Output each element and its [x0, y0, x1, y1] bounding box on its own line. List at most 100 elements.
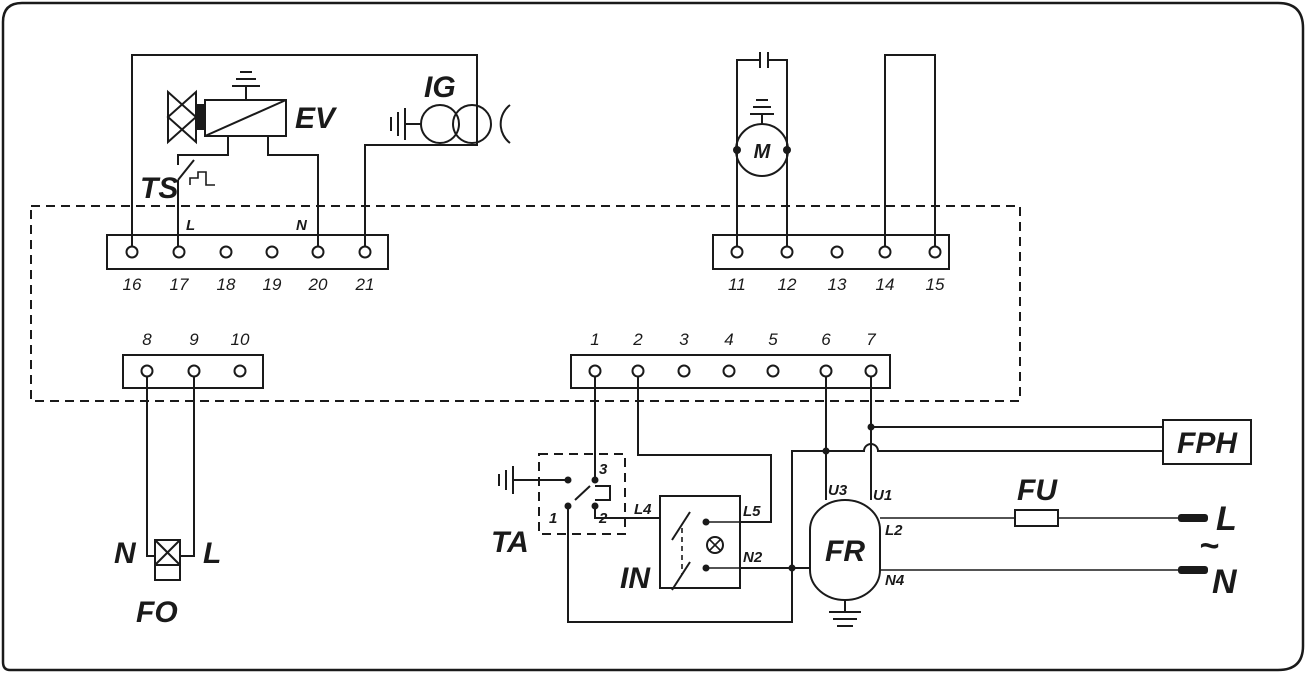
motor-symbol: [733, 99, 791, 177]
terminal-number: 3: [679, 330, 689, 349]
fph-label: FPH: [1177, 427, 1238, 460]
l2-label: L2: [885, 522, 903, 539]
ig-label: IG: [424, 71, 456, 104]
thermostat-switch-symbol: [177, 159, 215, 246]
terminal-21: [358, 245, 372, 259]
fuse-symbol: [1014, 509, 1059, 527]
fph-box: [1162, 419, 1252, 465]
wire-ta-1-return: [567, 506, 793, 623]
terminal-12: [780, 245, 794, 259]
supply-l-terminal: [1178, 514, 1208, 522]
l4-label: L4: [634, 501, 652, 518]
terminal-9: [187, 364, 201, 378]
terminal-number: 11: [728, 275, 746, 294]
terminal-number: 7: [866, 330, 876, 349]
in-switch-box: [659, 495, 741, 589]
terminal-number: 10: [231, 330, 250, 349]
wire-14-15-loop: [884, 54, 936, 246]
terminal-strip-11-15: 11 12 13 14 15: [712, 234, 950, 294]
fo-component-symbol: [154, 539, 181, 581]
terminal-1: [588, 364, 602, 378]
terminal-14: [878, 245, 892, 259]
wire-11-motor: [736, 59, 760, 246]
terminal-number: 14: [876, 275, 895, 294]
ta-switch-blade: [574, 485, 591, 501]
ev-label: EV: [295, 102, 338, 135]
supply-l-label: L: [1216, 500, 1237, 538]
fr-label: FR: [825, 535, 865, 568]
control-board-outline: [30, 205, 1021, 402]
solenoid-valve-symbol: [166, 71, 287, 145]
terminal-number: 4: [724, 330, 733, 349]
terminal-10: [233, 364, 247, 378]
terminal-strip-16-21: 16 17 18 19 20 21: [106, 234, 389, 294]
wire-9-fo: [180, 377, 195, 557]
wire-16-to-ig: [131, 54, 478, 246]
ta-ground-symbol: [498, 466, 568, 494]
terminal-16: [125, 245, 139, 259]
supply-n-label: N: [1212, 563, 1238, 601]
terminal-2: [631, 364, 645, 378]
terminal-number: 15: [926, 275, 945, 294]
wire-ev-to-ts: [177, 136, 229, 165]
ta-2-loop: [595, 485, 611, 501]
terminal-13: [830, 245, 844, 259]
wire-ev-to-20: [267, 136, 319, 246]
u1-label: U1: [873, 487, 892, 504]
terminal-number: 17: [170, 275, 189, 294]
ta-1-label: 1: [549, 510, 557, 527]
terminal-number: 13: [828, 275, 847, 294]
terminal-number: 2: [632, 330, 643, 349]
terminal-19: [265, 245, 279, 259]
terminal-number: 16: [123, 275, 142, 294]
terminal-5: [766, 364, 780, 378]
motor-label: M: [754, 141, 772, 163]
supply-tilde-label: ~: [1199, 527, 1219, 565]
terminal-11: [730, 245, 744, 259]
n-wire-label: N: [296, 217, 308, 234]
terminal-3: [677, 364, 691, 378]
terminal-number: 12: [778, 275, 797, 294]
terminal-strip-1-7: 1 2 3 4 5 6 7: [570, 330, 891, 389]
n2-label: N2: [743, 549, 763, 566]
terminal-number: 20: [308, 275, 328, 294]
capacitor-symbol: [759, 52, 769, 68]
terminal-7: [864, 364, 878, 378]
terminal-6: [819, 364, 833, 378]
terminal-number: 9: [189, 330, 199, 349]
terminal-number: 1: [590, 330, 599, 349]
fu-label: FU: [1017, 474, 1058, 507]
terminal-number: 21: [355, 275, 375, 294]
ignition-transformer-symbol: [390, 104, 511, 144]
n4-label: N4: [885, 572, 905, 589]
fo-l-label: L: [203, 537, 221, 570]
ta-dashed-box: [538, 453, 626, 535]
fo-label: FO: [136, 596, 178, 629]
ts-label: TS: [140, 172, 178, 205]
terminal-number: 19: [263, 275, 282, 294]
terminal-8: [140, 364, 154, 378]
l5-label: L5: [743, 503, 761, 520]
l-wire-label: L: [186, 217, 195, 234]
wire-2-l5: [637, 377, 772, 523]
terminal-15: [928, 245, 942, 259]
supply-n-terminal: [1178, 566, 1208, 574]
fo-n-label: N: [114, 537, 137, 570]
terminal-number: 18: [217, 275, 236, 294]
terminal-number: 8: [142, 330, 152, 349]
terminal-number: 5: [768, 330, 778, 349]
terminal-20: [311, 245, 325, 259]
in-switch-symbol: [671, 511, 740, 591]
in-label: IN: [620, 562, 651, 595]
wire-fph-bottom: [791, 443, 1163, 568]
fr-component-symbol: [809, 499, 881, 627]
ta-label: TA: [491, 526, 529, 559]
terminal-4: [722, 364, 736, 378]
terminal-18: [219, 245, 233, 259]
wire-8-fo: [146, 377, 155, 557]
u3-label: U3: [828, 482, 848, 499]
ta-3-label: 3: [599, 461, 608, 478]
terminal-17: [172, 245, 186, 259]
